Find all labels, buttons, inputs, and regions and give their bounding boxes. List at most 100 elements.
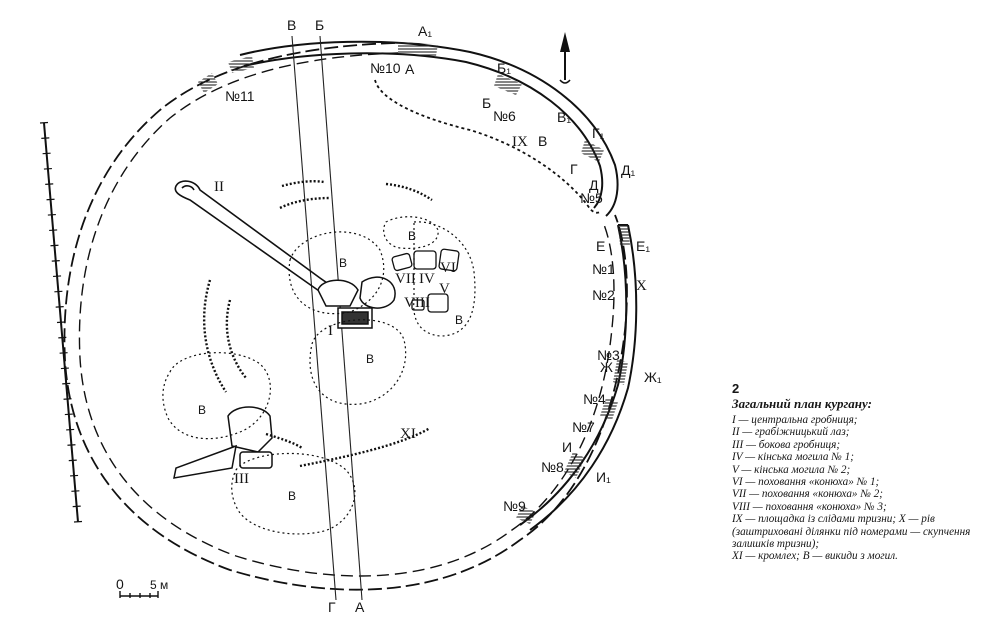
feature-label-v: V	[439, 281, 450, 297]
legend-item: V — кінська могила № 2;	[732, 463, 851, 476]
scale-tick	[62, 382, 71, 385]
figure-number: 2	[732, 381, 740, 396]
scale-tick	[43, 167, 52, 170]
scale-tick	[70, 474, 79, 477]
legend-item: VII — поховання «конюха» № 2;	[732, 488, 883, 501]
ditch-label-zh: Ж	[600, 359, 613, 375]
cluster-label-8: №8	[541, 459, 564, 475]
platform-ix-boundary	[374, 79, 601, 214]
cluster-label-1: №1	[592, 261, 615, 277]
scale-tick	[46, 198, 55, 201]
ejecta-label: В	[288, 489, 296, 503]
scale-tick	[41, 137, 50, 139]
scale-value: 5 м	[150, 578, 168, 592]
scale-tick	[59, 352, 68, 354]
legend-item: VI — поховання «конюха» № 1;	[732, 476, 880, 489]
feature-label-vii: VII	[395, 271, 416, 287]
legend-title: Загальний план кургану:	[732, 396, 872, 411]
ditch-label-d: Д	[589, 177, 599, 193]
cluster-label-7: №7	[572, 419, 595, 435]
central-tomb	[317, 276, 396, 329]
legend-item: VIII — поховання «конюха» № 3;	[732, 500, 887, 513]
scale-tick	[53, 275, 62, 278]
ditch-label-g1: Г₁	[592, 125, 605, 141]
cluster-label-4: №4	[583, 391, 606, 407]
scale-tick	[54, 290, 63, 293]
ditch-label-d1: Д₁	[621, 162, 635, 178]
left-scale-bar	[39, 121, 83, 523]
legend-item: II — грабіжницький лаз;	[732, 426, 850, 439]
section-label-b-top: Б	[315, 17, 324, 33]
legend-item: III — бокова гробниця;	[732, 438, 841, 451]
legend: 2 Загальний план кургану: I — центральна…	[732, 382, 994, 563]
legend-item: XI — кромлех; В — викиди з могил.	[732, 550, 898, 563]
scale-bar	[119, 591, 159, 598]
cluster-label-10: №10	[370, 60, 401, 76]
ejecta-label: В	[366, 352, 374, 366]
ditch-north	[239, 40, 619, 217]
ejecta-label: В	[408, 229, 416, 243]
feature-label-iii: III	[234, 471, 249, 487]
scale-tick	[71, 490, 80, 492]
ejecta-label: В	[339, 256, 347, 270]
cluster-label-6: №6	[493, 108, 516, 124]
scale-tick	[68, 459, 77, 462]
ditch-label-a: А	[405, 61, 415, 77]
feature-label-ix: IX	[512, 134, 528, 150]
ditch-hatching	[198, 42, 604, 162]
scale-tick	[73, 520, 83, 523]
scale-tick	[66, 428, 75, 431]
scale-tick	[56, 321, 66, 324]
feature-label-viii: VIII	[404, 295, 430, 311]
feature-label-xi: XI	[400, 426, 416, 442]
cluster-label-9: №9	[503, 498, 526, 514]
feature-label-i: I	[328, 323, 333, 339]
ditch-label-a1: А₁	[418, 23, 432, 39]
section-label-a-bottom: А	[355, 599, 365, 615]
ditch-label-b1: Б₁	[497, 60, 511, 76]
ditch-label-zh1: Ж₁	[644, 369, 662, 385]
legend-item: I — центральна гробниця;	[732, 414, 858, 426]
ejecta-zones	[162, 216, 476, 535]
ditch-label-e: Е	[596, 238, 605, 254]
scale-tick	[42, 152, 51, 155]
legend-item: IX — площадка із слідами тризни; X — рів…	[732, 513, 971, 551]
ditch-label-b: Б	[482, 95, 491, 111]
scale-tick	[47, 213, 56, 216]
scale-tick	[51, 260, 60, 262]
ditch-label-e1: Е₁	[636, 238, 650, 254]
scale-tick	[50, 244, 59, 247]
section-label-g-bottom: Г	[328, 599, 336, 615]
scale-tick	[72, 505, 81, 508]
kurgan-outer-contour	[63, 42, 628, 591]
section-label-v-top: В	[287, 17, 296, 33]
ditch-east-hatching	[516, 225, 630, 524]
feature-label-iv: IV	[419, 271, 435, 287]
legend-item: IV — кінська могила № 1;	[732, 451, 854, 464]
burial-pits	[391, 248, 460, 313]
cromlech	[203, 180, 433, 468]
north-arrow-icon	[559, 32, 571, 84]
scale-tick	[55, 306, 64, 308]
feature-label-x: X	[636, 278, 647, 294]
ditch-label-g: Г	[570, 161, 578, 177]
ejecta-label: В	[455, 313, 463, 327]
cluster-label-11: №11	[225, 88, 255, 104]
cluster-label-5: №5	[580, 190, 603, 206]
ditch-label-i: И	[562, 439, 572, 455]
scale-tick	[64, 413, 73, 416]
ejecta-label: В	[198, 403, 206, 417]
feature-label-ii: II	[214, 179, 224, 195]
ditch-label-i1: И₁	[596, 469, 611, 485]
cluster-label-2: №2	[592, 287, 615, 303]
scale-tick	[49, 229, 58, 232]
scale-tick	[67, 444, 76, 446]
feature-label-vi: VI	[440, 260, 456, 276]
scale-tick	[45, 183, 54, 185]
ditch-label-v1: В₁	[557, 109, 571, 125]
scale-zero: 0	[116, 576, 124, 592]
scale-tick	[39, 121, 49, 124]
cluster-label-3: №3	[597, 347, 620, 363]
side-tomb	[173, 406, 273, 479]
